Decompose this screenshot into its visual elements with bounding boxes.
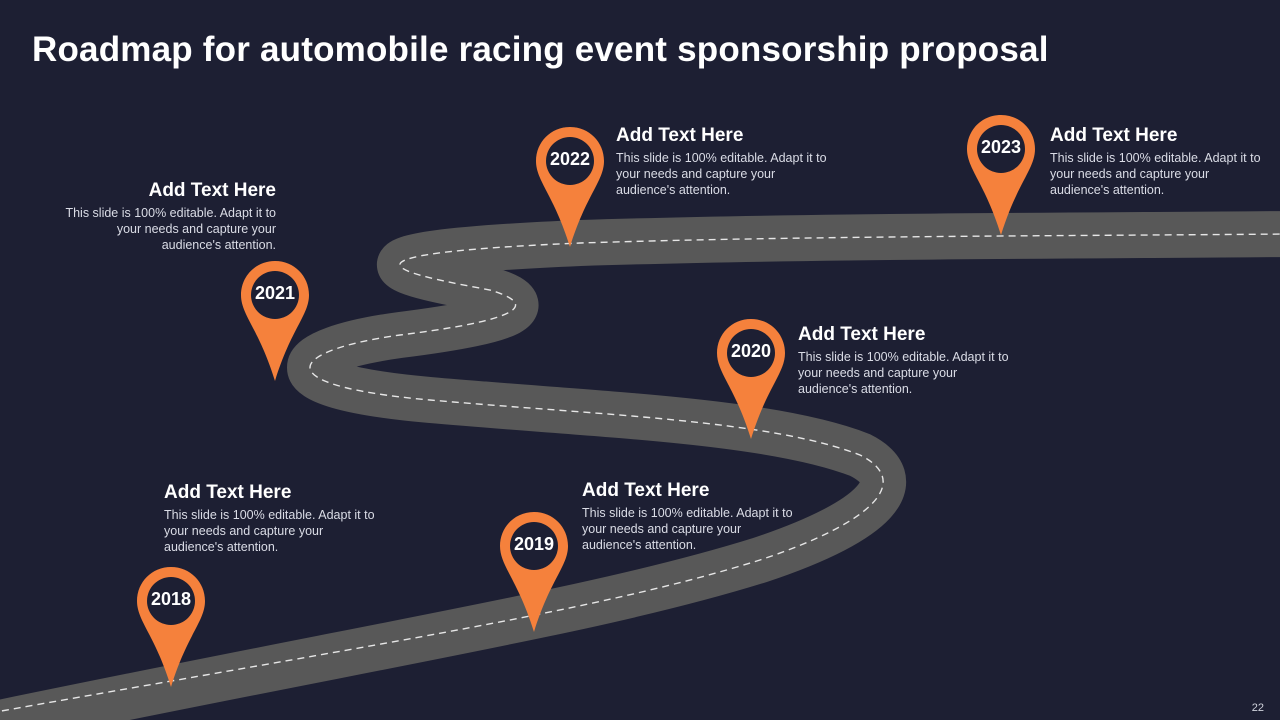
milestone-description: This slide is 100% editable. Adapt it to…	[582, 506, 793, 552]
milestone-text-2019: Add Text Here This slide is 100% editabl…	[582, 480, 797, 553]
milestone-year: 2021	[254, 283, 296, 303]
milestone-year: 2018	[150, 589, 192, 609]
location-pin-icon	[717, 319, 785, 439]
milestone-heading: Add Text Here	[164, 482, 292, 503]
milestone-year: 2022	[549, 149, 591, 169]
milestone-description: This slide is 100% editable. Adapt it to…	[164, 508, 375, 554]
milestone-pin-2021: 2021	[239, 259, 311, 383]
location-pin-icon	[500, 512, 568, 632]
road-centerline	[0, 233, 1280, 712]
milestone-heading: Add Text Here	[798, 324, 926, 345]
milestone-description: This slide is 100% editable. Adapt it to…	[616, 151, 827, 197]
milestone-pin-2018: 2018	[135, 565, 207, 689]
milestone-heading: Add Text Here	[616, 125, 744, 146]
milestone-heading: Add Text Here	[582, 480, 710, 501]
slide-title: Roadmap for automobile racing event spon…	[32, 30, 1049, 69]
milestone-pin-2020: 2020	[715, 317, 787, 441]
location-pin-icon	[241, 261, 309, 381]
milestone-year: 2023	[980, 137, 1022, 157]
location-pin-icon	[137, 567, 205, 687]
milestone-text-2022: Add Text Here This slide is 100% editabl…	[616, 125, 831, 198]
milestone-pin-2022: 2022	[534, 125, 606, 249]
milestone-heading: Add Text Here	[148, 180, 276, 201]
milestone-text-2018: Add Text Here This slide is 100% editabl…	[164, 482, 379, 555]
milestone-pin-2023: 2023	[965, 113, 1037, 237]
milestone-text-2023: Add Text Here This slide is 100% editabl…	[1050, 125, 1265, 198]
milestone-pin-2019: 2019	[498, 510, 570, 634]
milestone-description: This slide is 100% editable. Adapt it to…	[798, 350, 1009, 396]
location-pin-icon	[536, 127, 604, 247]
location-pin-icon	[967, 115, 1035, 235]
milestone-description: This slide is 100% editable. Adapt it to…	[65, 206, 276, 252]
page-number: 22	[1251, 702, 1264, 714]
milestone-heading: Add Text Here	[1050, 125, 1178, 146]
milestone-description: This slide is 100% editable. Adapt it to…	[1050, 151, 1261, 197]
milestone-text-2020: Add Text Here This slide is 100% editabl…	[798, 324, 1013, 397]
milestone-year: 2019	[513, 534, 555, 554]
milestone-year: 2020	[730, 341, 772, 361]
milestone-text-2021: Add Text Here This slide is 100% editabl…	[61, 180, 276, 253]
